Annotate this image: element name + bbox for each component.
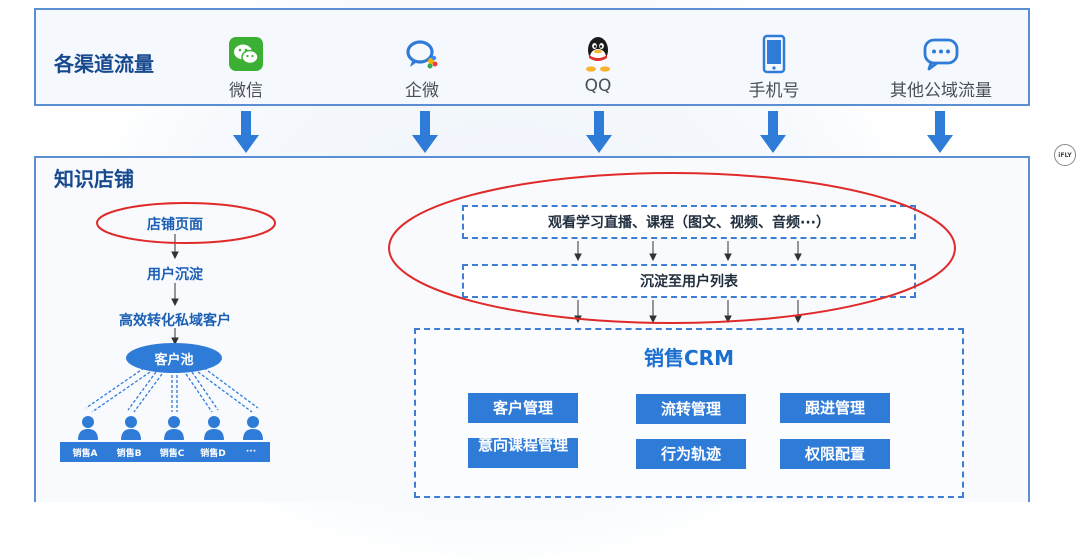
channel-phone[interactable]: 手机号 (714, 34, 834, 101)
channel-label: QQ (584, 76, 612, 96)
channel-wecom[interactable]: 企微 (362, 34, 482, 101)
sales-label: 销售A (72, 448, 98, 459)
channel-label: 手机号 (748, 81, 800, 101)
sales-label: ··· (245, 447, 257, 457)
person-icon (164, 416, 184, 440)
chat-bubble-icon (918, 34, 964, 74)
left-flow-graphics (78, 202, 276, 440)
ifly-badge-icon: iFLY (1054, 144, 1076, 166)
sales-label: 销售C (159, 448, 185, 459)
crm-intent-course-label: 意向课程管理 (477, 436, 568, 454)
crm-intent-course-management[interactable]: 意向课程管理 (468, 436, 578, 468)
highlight-ellipse (96, 202, 276, 244)
wecom-icon (399, 34, 445, 74)
person-icon (204, 416, 224, 440)
person-icon (243, 416, 263, 440)
customer-pool: 客户池 (126, 343, 222, 373)
channel-title: 各渠道流量 (54, 52, 154, 76)
qq-icon (575, 34, 621, 74)
sales-label: 销售D (200, 448, 226, 459)
crm-behavior-track[interactable]: 行为轨迹 (636, 439, 746, 469)
flow-store-page: 店铺页面 (147, 217, 203, 233)
user-list-label: 沉淀至用户列表 (640, 274, 738, 290)
flow-arrows (233, 111, 953, 153)
arrow-down-icon (233, 111, 259, 153)
flow-conversion: 高效转化私域客户 (119, 313, 231, 329)
arrow-down-icon (412, 111, 438, 153)
person-icon (121, 416, 141, 440)
crm-transfer-management[interactable]: 流转管理 (636, 394, 746, 424)
channel-qq[interactable]: QQ (538, 34, 658, 96)
channel-label: 其他公域流量 (890, 81, 992, 101)
watch-course-label: 观看学习直播、课程（图文、视频、音频···） (548, 215, 830, 231)
channel-panel (34, 8, 1030, 106)
channel-wechat[interactable]: 微信 (186, 34, 306, 101)
flow-user-retention: 用户沉淀 (147, 267, 203, 283)
arrow-down-icon (586, 111, 612, 153)
channel-label: 企微 (405, 81, 439, 101)
wechat-icon (223, 34, 269, 74)
channel-other[interactable]: 其他公域流量 (880, 34, 1002, 101)
crm-permission-config[interactable]: 权限配置 (780, 439, 890, 469)
person-icon (78, 416, 98, 440)
arrow-down-icon (760, 111, 786, 153)
channel-label: 微信 (229, 81, 263, 101)
content-flow-graphics (388, 172, 956, 324)
phone-icon (751, 34, 797, 74)
crm-title: 销售CRM (644, 346, 734, 370)
arrow-down-icon (927, 111, 953, 153)
crm-followup-management[interactable]: 跟进管理 (780, 393, 890, 423)
watch-course-box: 观看学习直播、课程（图文、视频、音频···） (462, 205, 916, 239)
shop-title: 知识店铺 (54, 167, 134, 191)
sales-bar (60, 442, 270, 462)
user-list-box: 沉淀至用户列表 (462, 264, 916, 298)
highlight-ellipse (388, 172, 956, 324)
crm-customer-management[interactable]: 客户管理 (468, 393, 578, 423)
sales-label: 销售B (116, 448, 142, 459)
